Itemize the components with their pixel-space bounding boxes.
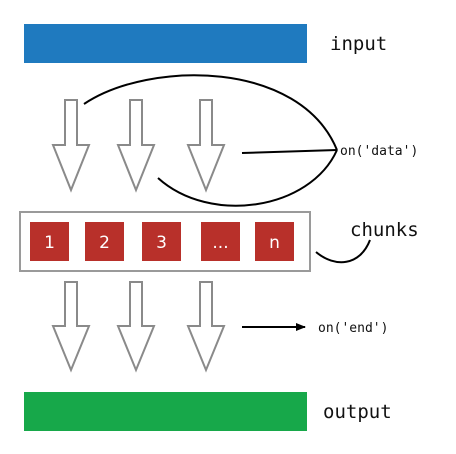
chunk-label: ...: [212, 233, 228, 253]
chunk-label: 2: [99, 233, 110, 253]
chunk-box: [30, 222, 69, 261]
chunk-3: 3: [142, 222, 181, 261]
chunk-2: 2: [85, 222, 124, 261]
on-end-label: on('end'): [318, 321, 388, 336]
chunk-1: 1: [30, 222, 69, 261]
chunk-ellipsis: ...: [201, 222, 240, 261]
chunks-label: chunks: [350, 219, 419, 241]
down-arrow-icon: [116, 281, 156, 373]
down-arrow-icon: [116, 99, 156, 193]
chunk-box: [85, 222, 124, 261]
down-arrow-icon: [51, 281, 91, 373]
input-bar: [24, 24, 307, 63]
output-label: output: [323, 401, 392, 423]
output-bar: [24, 392, 307, 431]
data-event-curve-top: [83, 74, 338, 151]
chunks-connector-curve: [315, 239, 371, 264]
chunk-label: n: [269, 233, 280, 253]
down-arrow-icon: [186, 281, 226, 373]
data-event-curve-bottom: [157, 149, 338, 207]
chunk-label: 1: [44, 233, 55, 253]
chunk-label: 3: [156, 233, 167, 253]
data-event-line-middle: [241, 149, 338, 154]
chunk-box: [255, 222, 294, 261]
input-label: input: [330, 33, 387, 55]
chunk-n: n: [255, 222, 294, 261]
chunk-box: [142, 222, 181, 261]
down-arrow-icon: [51, 99, 91, 193]
chunk-box: [201, 222, 240, 261]
on-data-label: on('data'): [340, 144, 418, 159]
down-arrow-icon: [186, 99, 226, 193]
